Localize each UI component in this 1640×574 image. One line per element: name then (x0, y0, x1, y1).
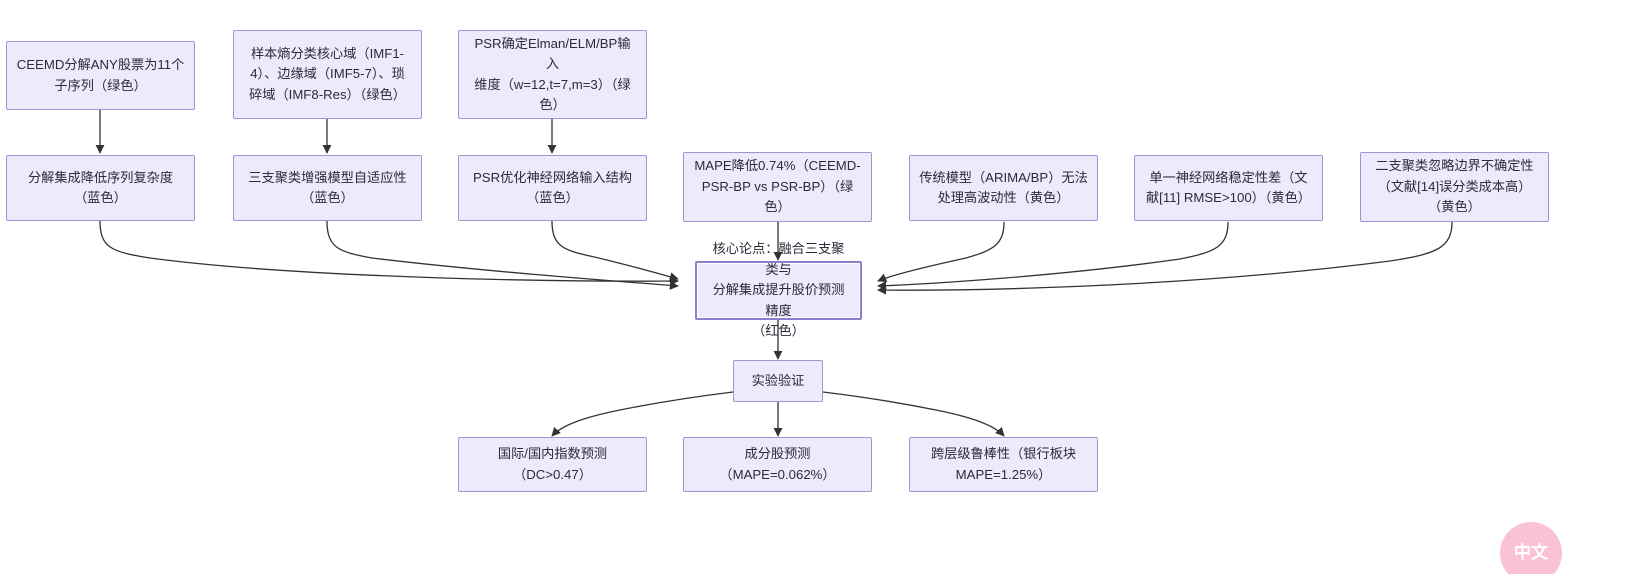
node-psr-optimizes-nn-input[interactable]: PSR优化神经网络输入结构 （蓝色） (458, 155, 647, 221)
node-label: 分解集成降低序列复杂度 （蓝色） (27, 169, 174, 205)
node-label: 二支聚类忽略边界不确定性 （文献[14]误分类成本高） （黄色） (1375, 158, 1534, 215)
node-label: 实验验证 (751, 372, 805, 388)
node-core-argument[interactable]: 核心论点：融合三支聚类与 分解集成提升股价预测精度 （红色） (695, 241, 862, 338)
node-mape-reduction-evidence[interactable]: MAPE降低0.74%（CEEMD- PSR-BP vs PSR-BP）（绿 色… (683, 152, 872, 222)
node-label: 成分股预测 （MAPE=0.062%） (719, 446, 836, 482)
node-result-cross-level-robustness[interactable]: 跨层级鲁棒性（银行板块 MAPE=1.25%） (909, 437, 1098, 492)
node-result-constituent-stock[interactable]: 成分股预测 （MAPE=0.062%） (683, 437, 872, 492)
node-label: 国际/国内指数预测 （DC>0.47） (497, 446, 608, 482)
node-label: 三支聚类增强模型自适应性 （蓝色） (248, 169, 407, 205)
node-label: 核心论点：融合三支聚类与 分解集成提升股价预测精度 （红色） (712, 241, 845, 339)
node-label: PSR优化神经网络输入结构 （蓝色） (473, 169, 632, 205)
edge-n10-core (877, 221, 1453, 295)
edge-n5-core (326, 220, 679, 290)
watermark-label: 中文 (1514, 543, 1548, 563)
node-label: 传统模型（ARIMA/BP）无法 处理高波动性（黄色） (919, 169, 1088, 205)
edge-n9-core (877, 221, 1229, 291)
edge-n6-core (551, 220, 679, 282)
node-sample-entropy-classification[interactable]: 样本熵分类核心域（IMF1- 4）、边缘域（IMF5-7）、琐 碎域（IMF8-… (233, 30, 422, 119)
edge-n4-core (99, 220, 679, 286)
node-label: 样本熵分类核心域（IMF1- 4）、边缘域（IMF5-7）、琐 碎域（IMF8-… (249, 45, 406, 102)
watermark-badge: 中文 (1500, 522, 1562, 574)
node-two-way-clustering-limitation[interactable]: 二支聚类忽略边界不确定性 （文献[14]误分类成本高） （黄色） (1360, 152, 1549, 222)
node-label: 单一神经网络稳定性差（文 献[11] RMSE>100）（黄色） (1145, 169, 1311, 205)
node-experimental-validation[interactable]: 实验验证 (733, 360, 823, 402)
node-traditional-model-limitation[interactable]: 传统模型（ARIMA/BP）无法 处理高波动性（黄色） (909, 155, 1098, 221)
node-three-way-clustering-adaptivity[interactable]: 三支聚类增强模型自适应性 （蓝色） (233, 155, 422, 221)
node-single-nn-instability[interactable]: 单一神经网络稳定性差（文 献[11] RMSE>100）（黄色） (1134, 155, 1323, 221)
node-result-index-prediction[interactable]: 国际/国内指数预测 （DC>0.47） (458, 437, 647, 492)
node-label: MAPE降低0.74%（CEEMD- PSR-BP vs PSR-BP）（绿 色… (694, 158, 861, 215)
edge-n8-core (877, 221, 1005, 283)
node-label: CEEMD分解ANY股票为11个 子序列（绿色） (16, 57, 185, 93)
node-label: PSR确定Elman/ELM/BP输入 维度（w=12,t=7,m=3）（绿 色… (474, 35, 631, 112)
node-decomposition-reduces-complexity[interactable]: 分解集成降低序列复杂度 （蓝色） (6, 155, 195, 221)
edge-exp-r1 (551, 391, 734, 437)
node-psr-input-dimension[interactable]: PSR确定Elman/ELM/BP输入 维度（w=12,t=7,m=3）（绿 色… (458, 30, 647, 119)
node-ceemd-decomposition[interactable]: CEEMD分解ANY股票为11个 子序列（绿色） (6, 41, 195, 110)
edge-exp-r3 (822, 391, 1005, 437)
node-label: 跨层级鲁棒性（银行板块 MAPE=1.25%） (930, 446, 1077, 482)
